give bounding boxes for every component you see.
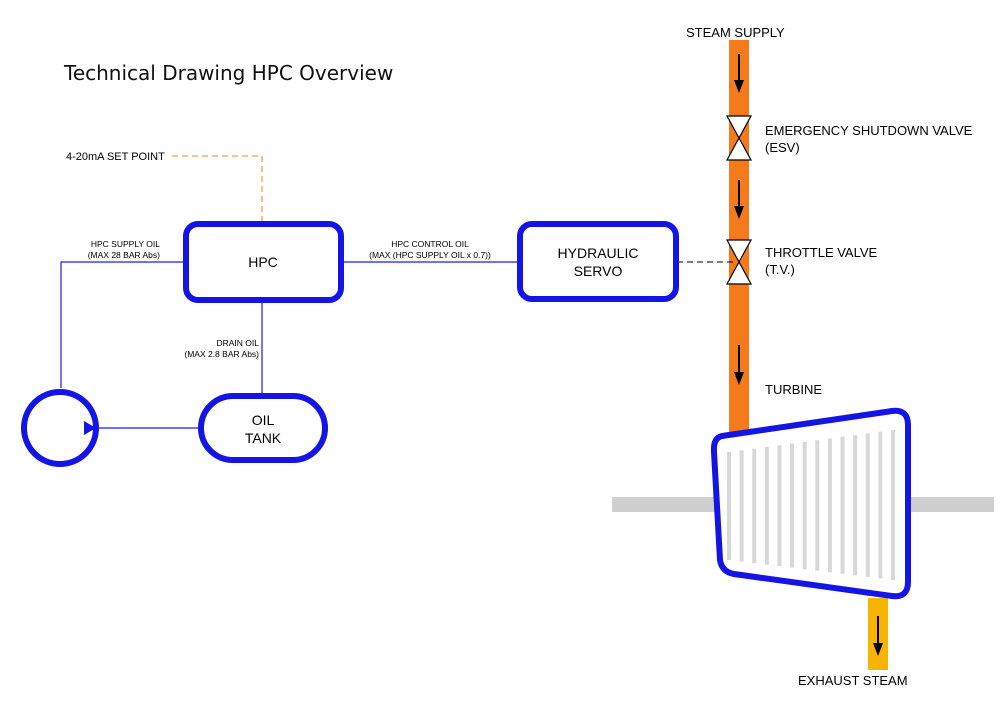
- turbine-blade: [727, 452, 731, 560]
- turbine-blade: [878, 431, 883, 579]
- turbine-blade: [827, 438, 832, 573]
- esv-label-line2: (ESV): [765, 140, 800, 155]
- flow-arrow-icon: [734, 180, 744, 219]
- control-oil-label-line1: HPC CONTROL OIL: [391, 239, 469, 249]
- tv-label-line1: THROTTLE VALVE: [765, 245, 878, 260]
- tv-gate-valve-icon: [725, 239, 753, 285]
- servo-label-line2: SERVO: [574, 263, 623, 279]
- turbine-icon: [710, 407, 911, 600]
- turbine-blade: [865, 433, 870, 577]
- turbine-blade: [777, 445, 782, 567]
- hpc-box: [183, 221, 344, 303]
- supply-oil-label-line2: (MAX 28 BAR Abs): [88, 250, 160, 260]
- esv-gate-valve-icon: [725, 115, 753, 161]
- steam-supply-pipe: [729, 40, 749, 435]
- hydraulic-servo-box: [517, 221, 679, 302]
- drain-oil-label-line1: DRAIN OIL: [216, 338, 259, 348]
- turbine-blade: [790, 443, 795, 568]
- pump-icon: [21, 389, 99, 467]
- esv-label-line1: EMERGENCY SHUTDOWN VALVE: [765, 123, 973, 138]
- control-oil-label-line2: (MAX (HPC SUPPLY OIL x 0.7)): [369, 250, 491, 260]
- servo-label-line1: HYDRAULIC: [558, 245, 639, 261]
- flow-arrow-icon: [873, 616, 883, 656]
- flow-arrow-icon: [734, 345, 744, 385]
- drain-oil-label-line2: (MAX 2.8 BAR Abs): [184, 349, 259, 359]
- tv-label-line2: (T.V.): [765, 262, 795, 277]
- supply-oil-label-line1: HPC SUPPLY OIL: [91, 239, 160, 249]
- page-title: Technical Drawing HPC Overview: [63, 61, 393, 85]
- exhaust-steam-label: EXHAUST STEAM: [798, 673, 908, 688]
- oil-tank: [198, 393, 328, 463]
- turbine-label: TURBINE: [765, 382, 822, 397]
- turbine-blade: [891, 430, 895, 580]
- setpoint-signal-line: [172, 155, 263, 222]
- turbine-blade: [802, 441, 807, 570]
- hpc-label: HPC: [248, 254, 278, 270]
- turbine-blade: [853, 435, 858, 576]
- steam-supply-label: STEAM SUPPLY: [686, 25, 785, 40]
- flow-arrow-icon: [734, 54, 744, 93]
- turbine-blade: [840, 436, 845, 574]
- setpoint-label: 4-20mA SET POINT: [66, 151, 165, 163]
- turbine-blade: [739, 450, 744, 562]
- tank-label-line2: TANK: [245, 430, 282, 446]
- turbine-blade: [752, 448, 757, 564]
- supply-oil-line: [60, 261, 186, 388]
- turbine-blades: [727, 430, 895, 580]
- turbine-blade: [815, 440, 820, 571]
- tank-label-line1: OIL: [252, 412, 275, 428]
- turbine-blade: [764, 446, 769, 565]
